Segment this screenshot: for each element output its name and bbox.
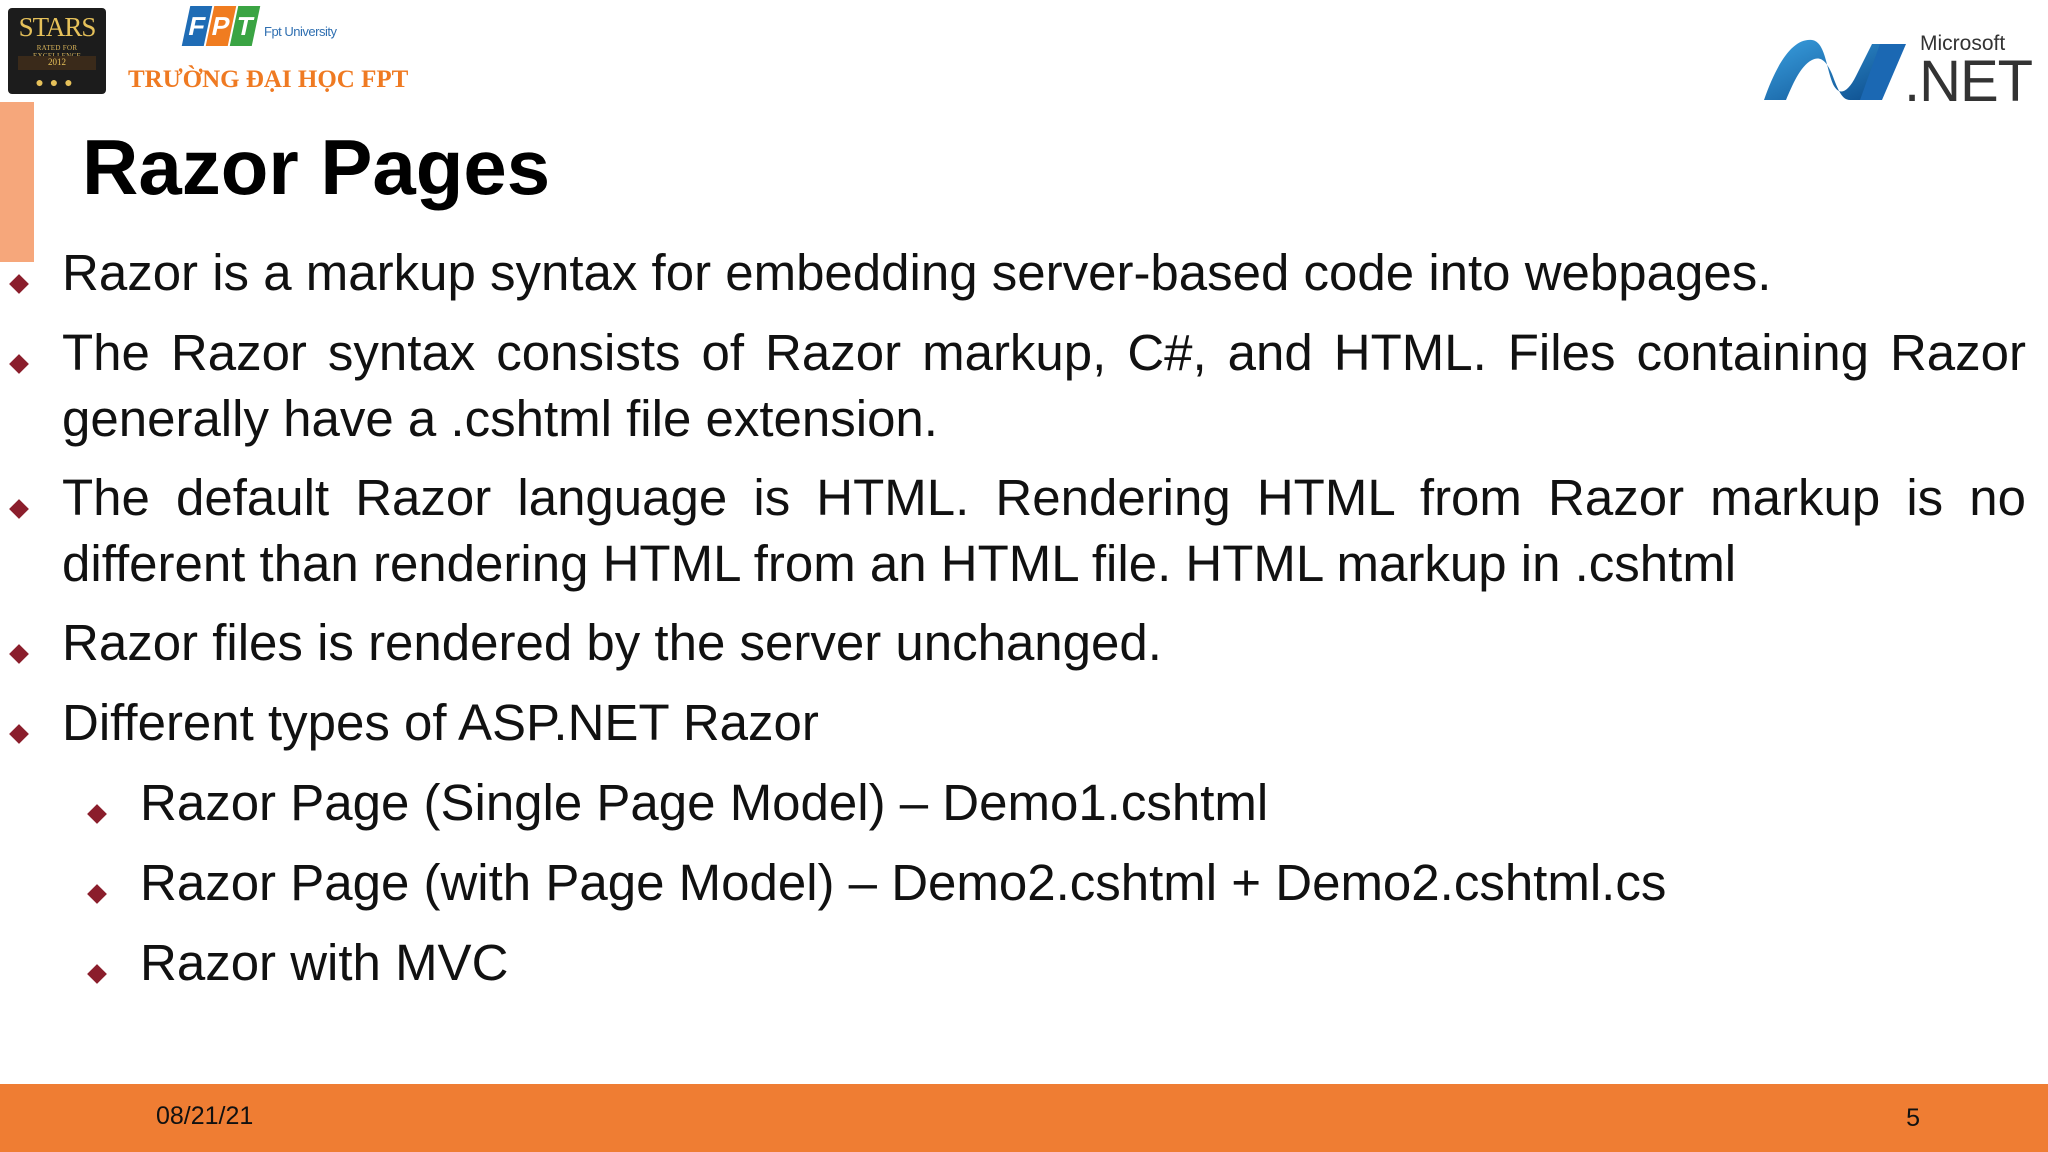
fpt-university-name: TRƯỜNG ĐẠI HỌC FPT [128,66,409,93]
stars-logo-text: STARS [18,12,97,42]
slide-title: Razor Pages [82,123,551,211]
footer-date: 08/21/21 [156,1102,254,1130]
bullet-diamond-icon [9,644,29,664]
bullet-diamond-icon [9,274,29,294]
fpt-university-logo: F P T Fpt University TRƯỜNG ĐẠI HỌC FPT [128,6,408,102]
bullet-item: Razor files is rendered by the server un… [62,614,1162,671]
bullet-item: Razor is a markup syntax for embedding s… [62,244,1772,301]
sub-bullet-item: Razor Page (Single Page Model) – Demo1.c… [140,774,1269,831]
fpt-university-label: Fpt University [264,24,337,39]
microsoft-net-logo: Microsoft .NET [1760,24,2033,114]
sub-bullet-diamond-icon [87,804,107,824]
stars-dots-icon: ●●● [35,74,79,90]
sub-bullet-diamond-icon [87,964,107,984]
bullet-diamond-icon [9,499,29,519]
bullet-diamond-icon [9,724,29,744]
title-accent-bar [0,102,34,262]
bullet-item: The default Razor language is HTML. Rend… [62,469,2026,592]
net-logo-brand: Microsoft [1920,32,2006,55]
bullet-item: The Razor syntax consists of Razor marku… [62,324,2026,447]
sub-bullet-diamond-icon [87,884,107,904]
sub-bullet-item: Razor with MVC [140,934,509,991]
page-number: 5 [1906,1104,1920,1132]
stars-rating-logo: STARS RATED FOR EXCELLENCE 2012 ●●● [8,8,106,94]
net-wave-icon [1764,39,1906,100]
bullet-diamond-icon [9,354,29,374]
stars-logo-band [18,56,96,70]
net-logo-product: .NET [1904,49,2033,114]
bullet-item: Different types of ASP.NET Razor [62,694,819,751]
stars-logo-year: 2012 [48,57,66,67]
sub-bullet-item: Razor Page (with Page Model) – Demo2.csh… [140,854,1667,911]
footer-band: 08/21/21 5 [0,1084,2048,1152]
